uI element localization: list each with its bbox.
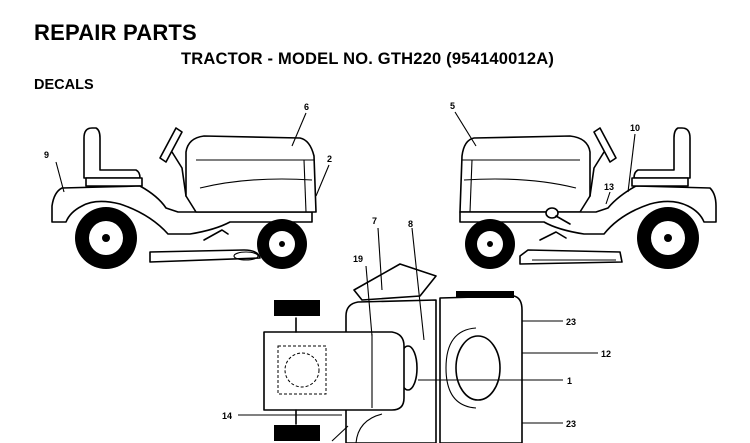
left-seat-back [83,127,141,179]
left-mower-deck [149,249,261,263]
right-seat-back [633,127,691,179]
callout-9: 9 [44,150,49,160]
callout-5: 5 [450,101,455,111]
callout-14: 14 [222,411,232,421]
callout-2: 2 [327,154,332,164]
left-hood-decal [199,178,313,189]
top-hood-decal-area [277,345,327,395]
model-subtitle: TRACTOR - MODEL NO. GTH220 (954140012A) [181,50,555,68]
tractor-right-side-view [454,111,717,269]
right-steering-column [589,151,605,197]
left-seat-cushion [85,177,143,187]
top-hood [263,331,405,411]
left-steering-column [171,151,187,197]
left-steering-wheel [159,127,183,163]
left-deck-hose [233,251,259,261]
tractor-top-view [238,227,598,443]
top-seat-back [456,291,514,298]
left-body-fender [51,185,313,235]
right-hood [459,135,591,213]
section-heading: DECALS [34,77,94,93]
right-hood-decal [463,178,577,189]
right-mower-deck [519,249,623,265]
left-hood [185,135,317,213]
right-steering-wheel [593,127,617,163]
left-grill-line [303,159,307,213]
callout-23-top: 23 [566,317,576,327]
callout-8: 8 [408,219,413,229]
page-title: REPAIR PARTS [34,20,197,45]
top-front-right-wheel [274,425,320,441]
callout-10: 10 [630,123,640,133]
callout-1: 1 [567,376,572,386]
right-lift-lever [545,207,559,219]
callout-19: 19 [353,254,363,264]
callout-6: 6 [304,102,309,112]
callout-13: 13 [604,182,614,192]
callout-7: 7 [372,216,377,226]
top-seat-cushion [455,335,501,401]
tractor-left-side-view [51,112,330,269]
top-steering-plate [353,263,437,301]
callout-23-bottom: 23 [566,419,576,429]
left-pedal [203,229,229,241]
top-front-left-wheel [274,300,320,316]
right-seat-cushion [631,177,689,187]
callout-12: 12 [601,349,611,359]
